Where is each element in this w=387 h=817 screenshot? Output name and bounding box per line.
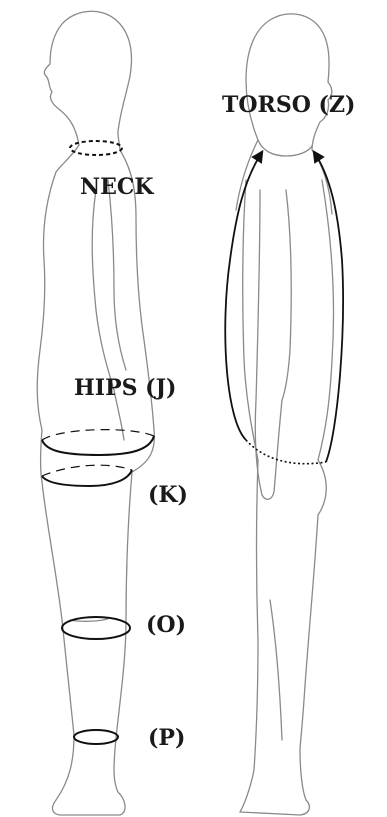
hips-measure-ring [42, 430, 154, 455]
label-p: (P) [148, 725, 185, 751]
label-o: (O) [146, 612, 186, 638]
thigh-measure-ring [42, 465, 132, 486]
label-k: (K) [148, 482, 188, 508]
left-figure-outline [37, 11, 154, 815]
ankle-measure-ring [74, 730, 118, 744]
neck-measure-ring [70, 141, 122, 155]
label-hips: HIPS (J) [74, 375, 176, 401]
right-figure-outline [236, 14, 334, 815]
label-torso: TORSO (Z) [222, 92, 355, 118]
label-neck: NECK [80, 174, 154, 200]
